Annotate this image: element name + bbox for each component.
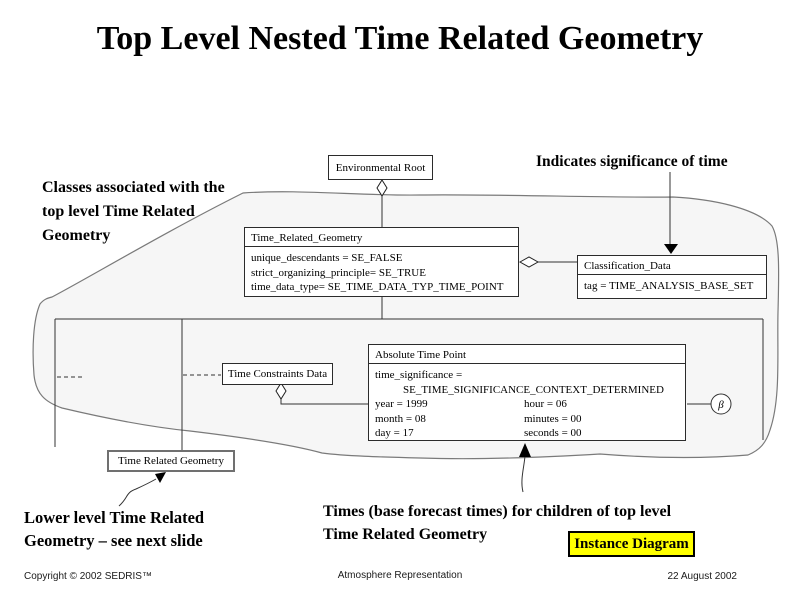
lower-annotation-line: Lower level Time Related	[24, 508, 205, 527]
beta-terminator-icon	[710, 393, 732, 415]
atp-attribute: minutes = 00	[524, 412, 582, 425]
time-related-geometry-box: Time_Related_Geometry unique_descendants…	[244, 227, 519, 297]
tcd-to-atp-line	[280, 399, 368, 405]
beta-symbol: β	[717, 399, 724, 411]
lower-annotation: Lower level Time Related Geometry – see …	[24, 507, 204, 552]
classes-annotation-line: top level Time Related	[42, 203, 195, 220]
lower-time-related-geometry-box: Time Related Geometry	[107, 450, 235, 472]
aggregation-diamond-icon	[275, 382, 287, 400]
lower-time-related-geometry-label: Time Related Geometry	[118, 455, 224, 467]
footer-presentation-name: Atmosphere Representation	[337, 570, 463, 581]
aggregation-diamond-icon	[518, 256, 540, 268]
instance-diagram-badge: Instance Diagram	[568, 531, 695, 557]
significance-arrowhead-icon	[664, 244, 678, 254]
atp-attribute: hour = 06	[524, 398, 567, 410]
atp-attribute: day = 17	[375, 427, 414, 439]
absolute-time-point-box: Absolute Time Point time_significance = …	[368, 344, 686, 441]
footer-copyright: Copyright © 2002 SEDRIS™	[24, 571, 152, 582]
trg-attribute: strict_organizing_principle= SE_TRUE	[251, 266, 426, 279]
footer-date: 22 August 2002	[667, 571, 737, 582]
trg-attribute: unique_descendants = SE_FALSE	[251, 252, 403, 264]
lower-annotation-line: Geometry – see next slide	[24, 530, 203, 550]
times-annotation-line: Time Related Geometry	[323, 526, 488, 543]
aggregation-diamond-icon	[376, 179, 388, 197]
classification-data-title: Classification_Data	[578, 256, 766, 275]
times-arrow-shaft	[521, 455, 526, 493]
atp-attribute: month = 08	[375, 412, 426, 425]
times-arrowhead-icon	[519, 443, 531, 457]
classes-annotation-line: Classes associated with the	[42, 179, 225, 196]
atp-attribute: seconds = 00	[524, 427, 582, 439]
absolute-time-point-title: Absolute Time Point	[369, 345, 685, 364]
environmental-root-label: Environmental Root	[335, 161, 426, 174]
classes-annotation: Classes associated with the top level Ti…	[42, 176, 225, 248]
significance-annotation: Indicates significance of time	[536, 153, 728, 170]
trg-attribute: time_data_type= SE_TIME_DATA_TYP_TIME_PO…	[251, 281, 504, 293]
slide-title: Top Level Nested Time Related Geometry	[96, 20, 704, 57]
classification-attribute: tag = TIME_ANALYSIS_BASE_SET	[584, 280, 754, 292]
time-constraints-data-box: Time Constraints Data	[222, 363, 333, 385]
environmental-root-box: Environmental Root	[328, 155, 433, 180]
lower-arrowhead-icon	[155, 472, 166, 483]
times-annotation-line: Times (base forecast times) for children…	[323, 503, 672, 520]
lower-arrow-shaft	[118, 478, 157, 507]
classes-annotation-line: Geometry	[42, 227, 111, 244]
atp-attribute: SE_TIME_SIGNIFICANCE_CONTEXT_DETERMINED	[403, 383, 664, 396]
atp-attribute: year = 1999	[375, 398, 428, 410]
times-annotation: Times (base forecast times) for children…	[323, 500, 671, 546]
time-constraints-data-label: Time Constraints Data	[227, 368, 328, 380]
classification-data-box: Classification_Data tag = TIME_ANALYSIS_…	[577, 255, 767, 299]
atp-attribute: time_significance =	[375, 369, 463, 381]
time-related-geometry-title: Time_Related_Geometry	[245, 228, 518, 247]
